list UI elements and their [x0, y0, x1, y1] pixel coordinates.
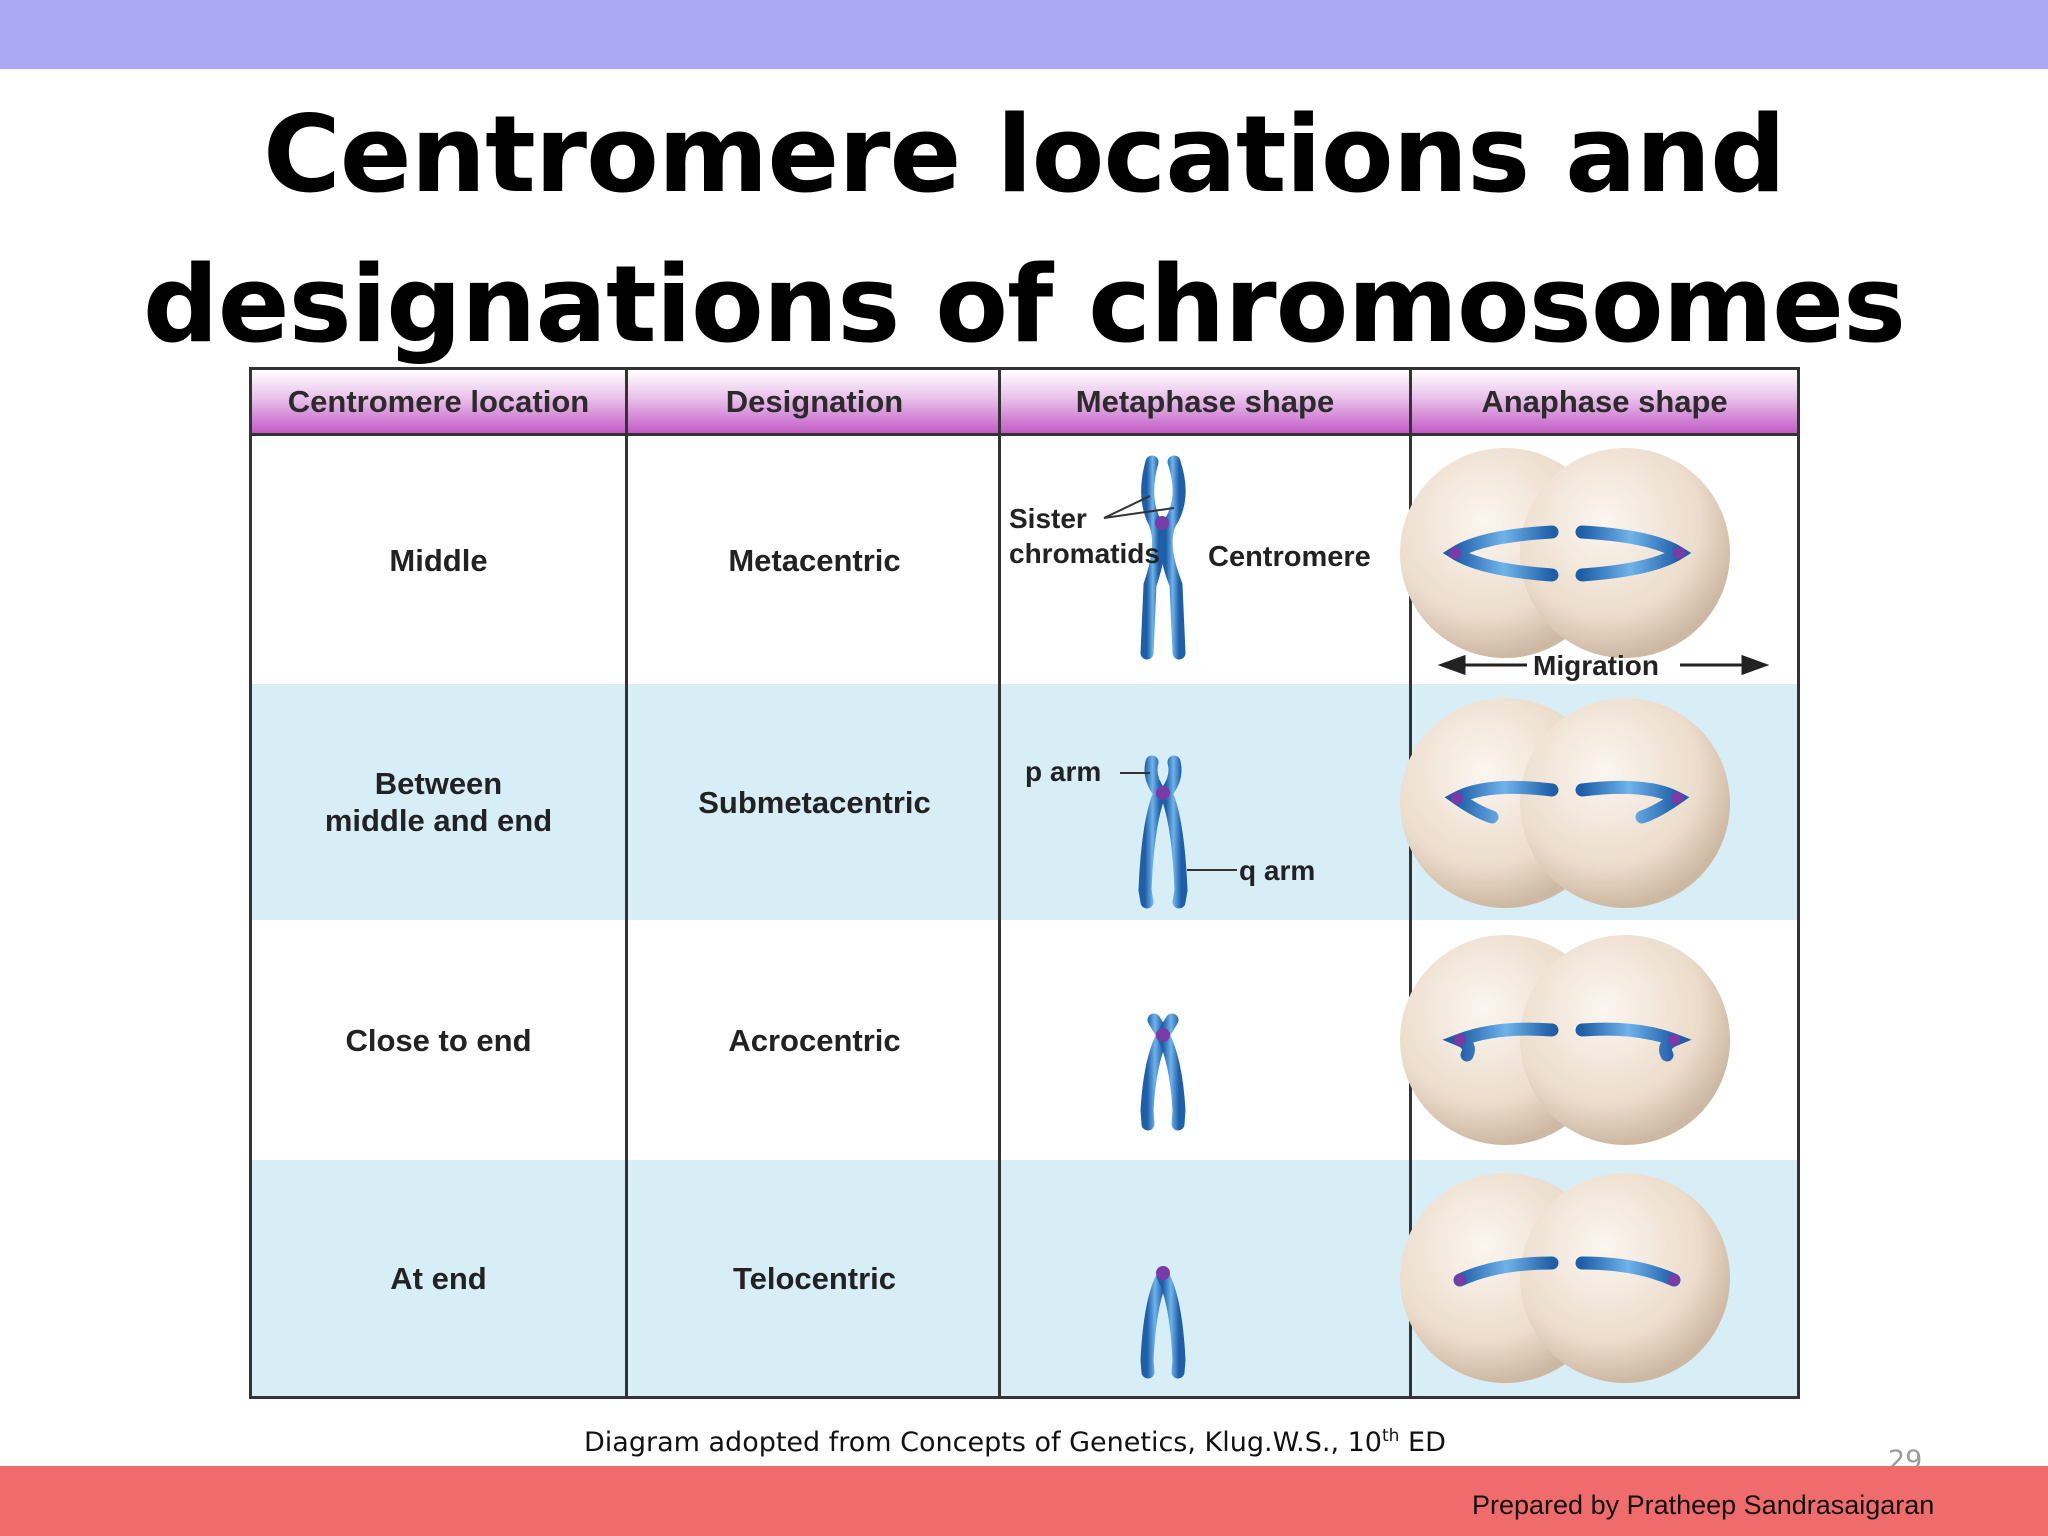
table-row-metacentric: Middle Metacentric — [252, 436, 1797, 684]
caption-superscript: th — [1382, 1426, 1400, 1446]
caption-tail: ED — [1399, 1427, 1446, 1458]
header-metaphase-shape: Metaphase shape — [1075, 383, 1335, 419]
slide-title: Centromere locations and designations of… — [0, 80, 2048, 380]
title-line-1: Centromere locations and — [262, 93, 1786, 216]
bottom-accent-bar — [0, 1466, 2048, 1536]
cell-location: Between middle and end — [324, 766, 553, 838]
credit-text: Prepared by Pratheep Sandrasaigaran — [1472, 1490, 1935, 1520]
table-header: Centromere location Designation Metaphas… — [252, 370, 1797, 436]
label-chromatids: chromatids — [1009, 538, 1160, 569]
cell-location: At end — [390, 1260, 487, 1296]
chromosome-illustrations: Sister chromatids Centromere Migration p… — [1009, 448, 1770, 1383]
anaphase-cell-metacentric — [1400, 448, 1730, 658]
telocentric-chromosome-icon — [1140, 1269, 1186, 1379]
label-sister: Sister — [1009, 503, 1087, 534]
column-divider — [998, 370, 1001, 1396]
anaphase-cell-telocentric — [1400, 1173, 1730, 1383]
migration-arrow — [1437, 654, 1770, 676]
cell-location: Close to end — [345, 1022, 532, 1058]
label-centromere: Centromere — [1208, 541, 1371, 573]
table-row-acrocentric: Close to end Acrocentric — [252, 920, 1797, 1160]
submetacentric-chromosome-icon — [1138, 755, 1188, 909]
centromere-dot — [1156, 786, 1170, 800]
cell-designation: Acrocentric — [728, 1022, 901, 1058]
label-migration: Migration — [1533, 650, 1659, 681]
header-designation: Designation — [725, 383, 904, 419]
title-line-2: designations of chromosomes — [142, 243, 1906, 366]
label-q-arm: q arm — [1239, 855, 1315, 886]
column-divider — [1409, 370, 1412, 1396]
header-anaphase-shape: Anaphase shape — [1481, 383, 1728, 419]
anaphase-cell-acrocentric — [1400, 935, 1730, 1145]
header-centromere-location: Centromere location — [287, 383, 590, 419]
cell-designation: Metacentric — [728, 542, 901, 578]
chromosome-table: Centromere location Designation Metaphas… — [249, 367, 1800, 1399]
top-accent-bar — [0, 0, 2048, 69]
figure-caption: Diagram adopted from Concepts of Genetic… — [584, 1426, 1446, 1458]
cell-designation: Telocentric — [732, 1260, 897, 1296]
anaphase-cell-submetacentric — [1400, 698, 1730, 908]
caption-main: Diagram adopted from Concepts of Genetic… — [584, 1427, 1382, 1458]
label-p-arm: p arm — [1025, 756, 1101, 787]
centromere-dot — [1156, 1266, 1170, 1280]
cell-location: Middle — [389, 542, 488, 578]
centromere-dot — [1155, 516, 1169, 530]
cell-designation: Submetacentric — [698, 784, 931, 820]
sister-chromatids-pointer — [1103, 495, 1175, 519]
centromere-dot — [1156, 1028, 1170, 1042]
column-divider — [625, 370, 628, 1396]
